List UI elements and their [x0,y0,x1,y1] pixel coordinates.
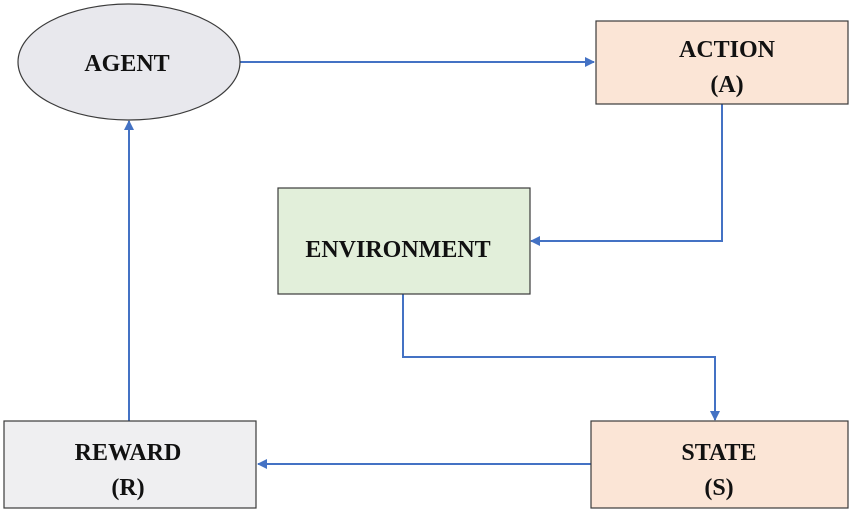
node-action: ACTION (A) [595,20,849,105]
action-symbol: (A) [710,72,743,98]
node-state: STATE (S) [590,420,849,509]
node-agent: AGENT [17,3,241,121]
reward-label: REWARD [75,440,182,466]
edge-environment-to-state [402,294,720,421]
state-symbol: (S) [704,475,733,501]
action-box [595,20,849,105]
edge-action-to-environment [530,104,723,246]
agent-label: AGENT [84,51,169,77]
action-label: ACTION [679,37,776,63]
reward-box [3,420,257,509]
environment-label: ENVIRONMENT [305,237,490,263]
agent-ellipse [17,3,241,121]
reward-symbol: (R) [111,475,144,501]
node-environment: ENVIRONMENT [277,187,531,295]
state-box [590,420,849,509]
node-reward: REWARD (R) [3,420,257,509]
state-label: STATE [681,440,756,466]
environment-box [277,187,531,295]
